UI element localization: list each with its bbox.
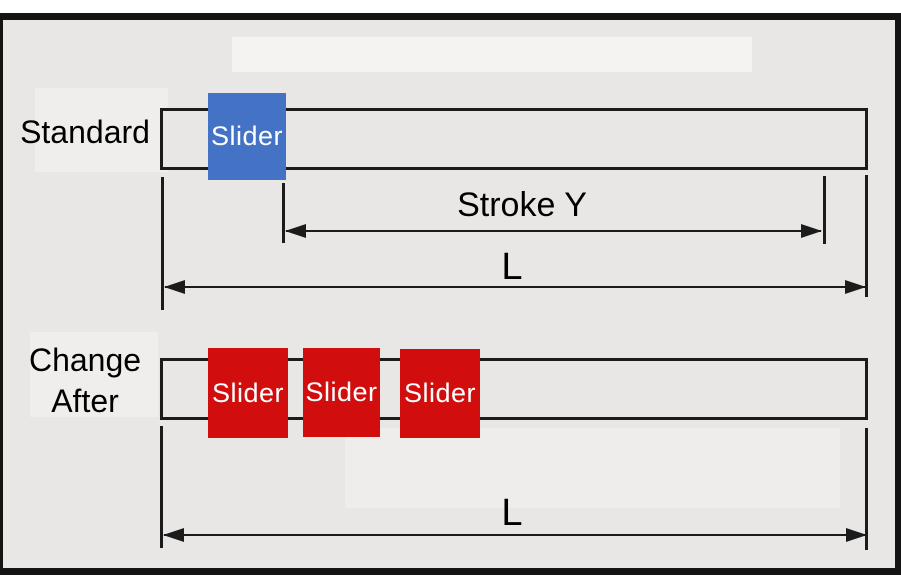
- background-patch-change: [30, 332, 158, 417]
- arrow-left-icon: [285, 224, 306, 238]
- change-after-label-line2: After: [51, 383, 119, 419]
- red-slider-block-1: Slider: [208, 348, 288, 438]
- red-slider-label-3: Slider: [403, 378, 477, 408]
- red-slider-label-1: Slider: [211, 377, 285, 408]
- red-slider-block-2: Slider: [303, 348, 380, 437]
- standard-slider-block: Slider: [208, 93, 286, 180]
- stroke-dimension-line: [285, 224, 822, 238]
- arrow-right-icon: [845, 280, 866, 294]
- arrow-right-icon: [846, 528, 867, 542]
- background-patch-top: [232, 37, 752, 72]
- red-slider-block-3: Slider: [400, 349, 480, 438]
- change-after-label-line1: Change: [28, 342, 142, 378]
- stroke-left-tick: [282, 183, 285, 243]
- change-after-label: Change After: [5, 340, 165, 422]
- length-dimension-line-top: [164, 280, 866, 294]
- length-dimension-line-bottom: [163, 528, 867, 542]
- arrow-left-icon: [163, 528, 184, 542]
- background-patch-standard: [35, 88, 168, 172]
- stroke-dimension-label: Stroke Y: [457, 186, 587, 224]
- arrow-right-icon: [801, 224, 822, 238]
- length-bottom-left-extension: [160, 426, 163, 548]
- length-top-right-extension: [865, 175, 868, 297]
- length-label-top: L: [501, 246, 523, 288]
- red-slider-label-2: Slider: [305, 377, 378, 407]
- arrow-left-icon: [164, 280, 185, 294]
- diagram-frame: [0, 13, 901, 575]
- background-patch-bottom: [345, 428, 840, 508]
- standard-slider-label: Slider: [210, 121, 284, 151]
- length-bottom-right-extension: [865, 428, 868, 550]
- length-label-bottom: L: [501, 492, 523, 534]
- standard-label: Standard: [20, 114, 150, 150]
- length-top-left-extension: [161, 177, 164, 310]
- stroke-right-tick: [823, 176, 826, 244]
